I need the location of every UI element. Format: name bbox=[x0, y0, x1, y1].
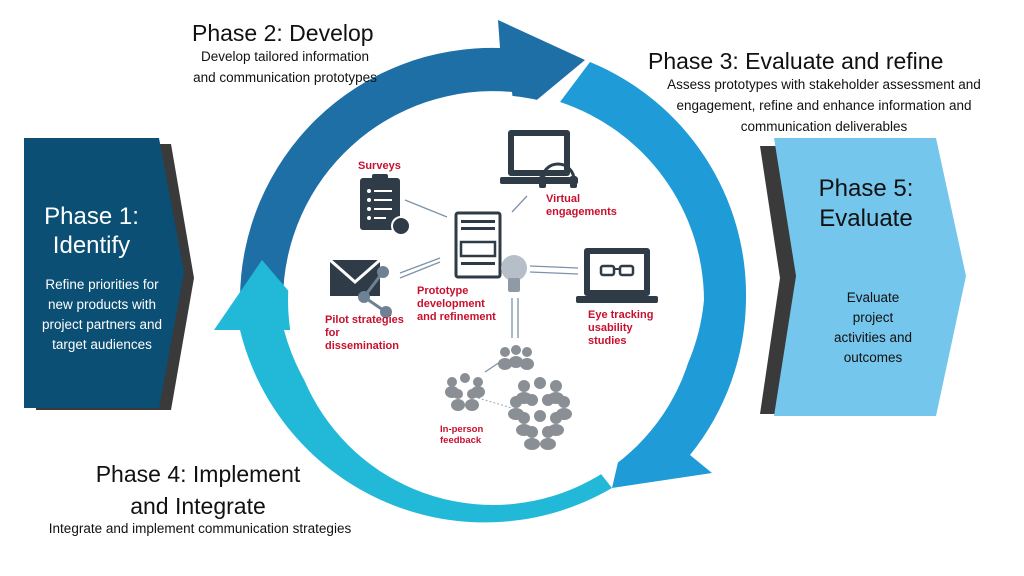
ring-arrow-develop bbox=[239, 20, 585, 300]
label-surveys: Surveys bbox=[358, 160, 401, 172]
phase5-title: Phase 5: Evaluate bbox=[818, 175, 914, 232]
label-virtual-engagements: Virtual engagements bbox=[546, 193, 617, 218]
phase1-box: Phase 1: Identify Refine priorities for … bbox=[24, 138, 194, 416]
lightbulb-icon bbox=[501, 255, 527, 292]
phase5-box: Phase 5: Evaluate Evaluate project activ… bbox=[760, 138, 970, 418]
phase3-title: Phase 3: Evaluate and refine bbox=[648, 48, 944, 74]
envelope-share-icon bbox=[329, 258, 392, 318]
label-prototype: Prototype development and refinement bbox=[417, 285, 496, 323]
clipboard-icon bbox=[360, 174, 411, 236]
label-pilot: Pilot strategies for dissemination bbox=[325, 314, 404, 352]
phase5-description: Evaluate project activities and outcomes bbox=[833, 290, 913, 365]
label-eye-tracking: Eye tracking usability studies bbox=[588, 309, 654, 347]
small-group-icon bbox=[498, 345, 534, 370]
phase2-title: Phase 2: Develop bbox=[192, 20, 374, 46]
phase1-description: Refine priorities for new products with … bbox=[41, 277, 163, 352]
ring-arrow-evaluate bbox=[560, 62, 747, 488]
phase1-title: Phase 1: Identify bbox=[44, 203, 139, 259]
dotted-connector bbox=[477, 397, 513, 409]
laptop-glasses-icon bbox=[576, 248, 658, 303]
phase4-description: Integrate and implement communication st… bbox=[48, 521, 352, 536]
phase4-title: Phase 4: Implement and Integrate bbox=[95, 461, 301, 519]
crowd-icon-left bbox=[445, 373, 485, 411]
phase3-description: Assess prototypes with stakeholder asses… bbox=[667, 77, 981, 134]
document-icon bbox=[454, 211, 502, 279]
label-in-person: In-person feedback bbox=[440, 424, 484, 446]
laptop-headset-icon bbox=[500, 130, 578, 188]
crowd-icon bbox=[508, 377, 572, 450]
connector-lines bbox=[399, 195, 579, 373]
phase2-description: Develop tailored information and communi… bbox=[193, 49, 377, 85]
